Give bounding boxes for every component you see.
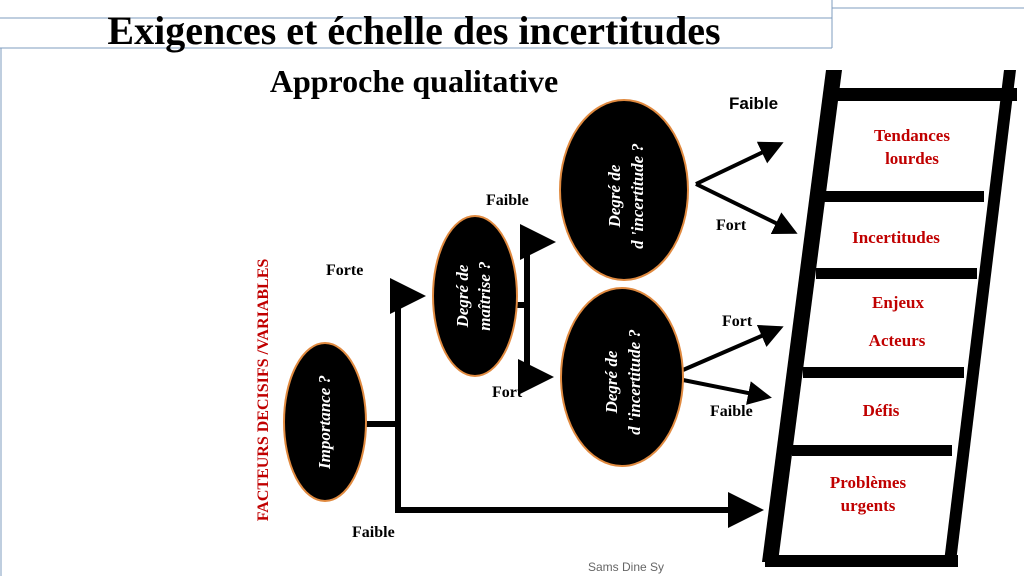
arrow-maitrise-faible <box>517 224 556 308</box>
edge-label: Forte <box>326 262 363 279</box>
ladder <box>762 70 1017 567</box>
ladder-label: Incertitudes <box>852 228 940 247</box>
ladder-label: Enjeux <box>872 293 924 312</box>
arrow-top-faible <box>695 141 784 186</box>
node-label: d 'incertitude ? <box>628 143 647 249</box>
ladder-label: Acteurs <box>869 331 926 350</box>
node-maitrise: Degré de maîtrise ? <box>432 215 518 377</box>
ladder-rung <box>816 268 977 279</box>
connectors-right <box>682 141 798 405</box>
ladder-rung <box>765 555 958 567</box>
node-label: Degré de <box>605 164 624 228</box>
ladder-rung <box>832 88 1017 101</box>
ladder-rung <box>824 191 984 202</box>
edge-label: Faible <box>729 94 778 113</box>
arrow-top-fort <box>695 182 798 234</box>
ladder-label: Problèmes <box>830 473 907 492</box>
ladder-label: Défis <box>863 401 900 420</box>
edge-label: Fort <box>716 217 747 234</box>
ladder-rung <box>803 367 964 378</box>
ladder-label: Tendances <box>874 126 950 145</box>
edge-label: Fort <box>492 384 523 401</box>
edge-label: Faible <box>486 192 529 209</box>
arrow-faible-to-problemes <box>395 424 764 528</box>
ladder-rail-left <box>762 70 842 562</box>
node-label: Degré de <box>453 264 472 328</box>
edge-label: Faible <box>710 403 753 420</box>
node-incertitude-top: Degré de d 'incertitude ? <box>559 99 689 281</box>
node-importance: Importance ? <box>283 342 367 502</box>
edge-labels: Forte Faible Faible Fort Fort Fort Faibl… <box>326 192 753 541</box>
edge-label: Fort <box>722 313 753 330</box>
ladder-labels: Tendances lourdes Incertitudes Enjeux Ac… <box>830 126 950 515</box>
ladder-rung <box>792 445 952 456</box>
page-title: Exigences et échelle des incertitudes <box>107 8 720 53</box>
edge-label: Faible <box>352 524 395 541</box>
node-label: maîtrise ? <box>475 261 494 330</box>
arrow-bottom-fort <box>682 324 784 372</box>
node-label: Importance ? <box>315 375 334 470</box>
connectors <box>366 224 764 528</box>
arrow-forte <box>366 278 426 427</box>
ladder-rail-right <box>944 70 1016 562</box>
arrow-bottom-faible <box>682 378 772 405</box>
side-label: FACTEURS DECISIFS /VARIABLES <box>255 259 272 522</box>
ladder-label: urgents <box>841 496 896 515</box>
page-subtitle: Approche qualitative <box>270 63 558 99</box>
arrow-maitrise-fort <box>518 305 554 395</box>
node-label: Degré de <box>602 350 621 414</box>
node-incertitude-bottom: Degré de d 'incertitude ? <box>560 287 684 467</box>
node-label: d 'incertitude ? <box>625 329 644 435</box>
ladder-label: lourdes <box>885 149 939 168</box>
footer-author: Sams Dine Sy <box>588 560 664 574</box>
